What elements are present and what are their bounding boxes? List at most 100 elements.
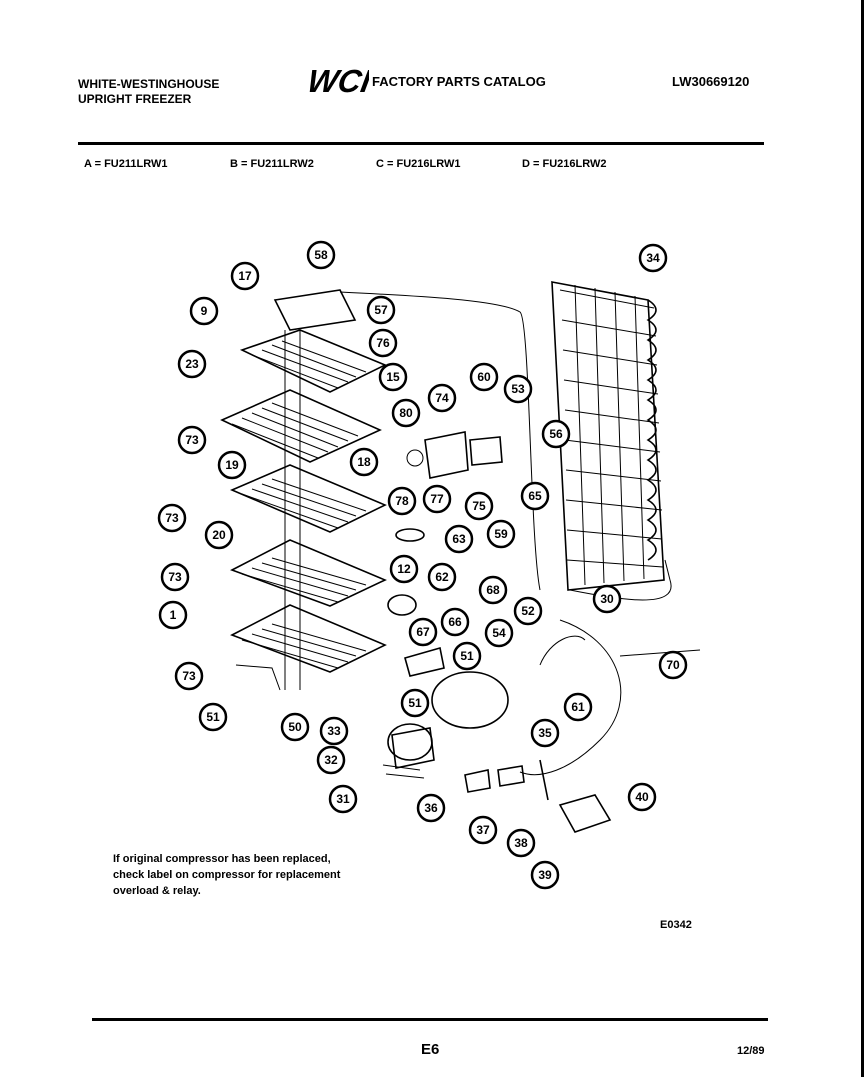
- callout-18: 18: [349, 447, 379, 477]
- callout-54: 54: [484, 618, 514, 648]
- shelves: [220, 329, 387, 690]
- svg-text:12: 12: [397, 562, 411, 576]
- svg-text:33: 33: [327, 724, 341, 738]
- callout-51c: 51: [198, 702, 228, 732]
- callout-61: 61: [563, 692, 593, 722]
- callout-51b: 51: [400, 688, 430, 718]
- callouts: 58 17 57 9 76 23 15 60 53 74 80 56 73 18…: [157, 240, 688, 890]
- callout-77: 77: [422, 484, 452, 514]
- callout-52: 52: [513, 596, 543, 626]
- svg-text:37: 37: [476, 823, 490, 837]
- callout-63: 63: [444, 524, 474, 554]
- callout-17: 17: [230, 261, 260, 291]
- svg-text:34: 34: [646, 251, 660, 265]
- svg-text:38: 38: [514, 836, 528, 850]
- footer-rule: [92, 1018, 768, 1021]
- callout-32: 32: [316, 745, 346, 775]
- model-c: C = FU216LRW1: [376, 158, 461, 170]
- wci-logo: WCI: [309, 64, 369, 98]
- callout-50: 50: [280, 712, 310, 742]
- callout-73: 73: [177, 425, 207, 455]
- callout-33: 33: [319, 716, 349, 746]
- svg-text:58: 58: [314, 248, 328, 262]
- page-border: [861, 0, 864, 1077]
- svg-text:63: 63: [452, 532, 466, 546]
- thermostat-housing: [273, 289, 357, 331]
- svg-text:62: 62: [435, 570, 449, 584]
- svg-text:15: 15: [386, 370, 400, 384]
- callout-53: 53: [503, 374, 533, 404]
- svg-text:75: 75: [472, 499, 486, 513]
- diagram-code: E0342: [660, 919, 692, 931]
- svg-text:73: 73: [185, 433, 199, 447]
- callout-34: 34: [638, 243, 668, 273]
- callout-37: 37: [468, 815, 498, 845]
- callout-19: 19: [217, 450, 247, 480]
- svg-text:54: 54: [492, 626, 506, 640]
- callout-35: 35: [530, 718, 560, 748]
- svg-text:19: 19: [225, 458, 239, 472]
- svg-text:67: 67: [416, 625, 430, 639]
- svg-text:20: 20: [212, 528, 226, 542]
- callout-12: 12: [389, 554, 419, 584]
- callout-58: 58: [306, 240, 336, 270]
- svg-text:51: 51: [206, 710, 220, 724]
- svg-text:17: 17: [238, 269, 252, 283]
- callout-15: 15: [378, 362, 408, 392]
- svg-text:59: 59: [494, 527, 508, 541]
- svg-text:73: 73: [168, 570, 182, 584]
- evaporator-coil: [551, 281, 665, 591]
- callout-66: 66: [440, 607, 470, 637]
- page-number: E6: [421, 1041, 440, 1058]
- callout-56: 56: [541, 419, 571, 449]
- svg-text:66: 66: [448, 615, 462, 629]
- compressor: [382, 671, 509, 779]
- overload-cover: [558, 794, 612, 833]
- brand-name: WHITE-WESTINGHOUSE: [78, 77, 220, 91]
- callout-74: 74: [427, 383, 457, 413]
- model-b: B = FU211LRW2: [230, 158, 314, 170]
- svg-text:51: 51: [460, 649, 474, 663]
- callout-40: 40: [627, 782, 657, 812]
- callout-39: 39: [530, 860, 560, 890]
- svg-text:32: 32: [324, 753, 338, 767]
- svg-text:53: 53: [511, 382, 525, 396]
- callout-76: 76: [368, 328, 398, 358]
- svg-text:9: 9: [201, 304, 208, 318]
- svg-text:65: 65: [528, 489, 542, 503]
- callout-60: 60: [469, 362, 499, 392]
- svg-text:40: 40: [635, 790, 649, 804]
- svg-text:50: 50: [288, 720, 302, 734]
- svg-text:78: 78: [395, 494, 409, 508]
- svg-text:73: 73: [182, 669, 196, 683]
- brand-block: WHITE-WESTINGHOUSE UPRIGHT FREEZER: [78, 77, 219, 107]
- svg-text:18: 18: [357, 455, 371, 469]
- svg-text:31: 31: [336, 792, 350, 806]
- callout-9: 9: [189, 296, 219, 326]
- callout-38: 38: [506, 828, 536, 858]
- callout-23: 23: [177, 349, 207, 379]
- compressor-note: If original compressor has been replaced…: [113, 853, 341, 897]
- callout-70: 70: [658, 650, 688, 680]
- svg-text:36: 36: [424, 801, 438, 815]
- callout-36: 36: [416, 793, 446, 823]
- svg-text:77: 77: [430, 492, 444, 506]
- callout-59: 59: [486, 519, 516, 549]
- callout-62: 62: [427, 562, 457, 592]
- product-type: UPRIGHT FREEZER: [78, 92, 192, 106]
- svg-text:70: 70: [666, 658, 680, 672]
- callout-67: 67: [408, 617, 438, 647]
- callout-73d: 73: [174, 661, 204, 691]
- logo-text: WCI: [309, 64, 369, 98]
- svg-text:61: 61: [571, 700, 585, 714]
- svg-text:23: 23: [185, 357, 199, 371]
- svg-text:74: 74: [435, 391, 449, 405]
- callout-1: 1: [158, 600, 188, 630]
- callout-31: 31: [328, 784, 358, 814]
- svg-text:80: 80: [399, 406, 413, 420]
- svg-text:73: 73: [165, 511, 179, 525]
- svg-text:35: 35: [538, 726, 552, 740]
- callout-30: 30: [592, 584, 622, 614]
- callout-57: 57: [366, 295, 396, 325]
